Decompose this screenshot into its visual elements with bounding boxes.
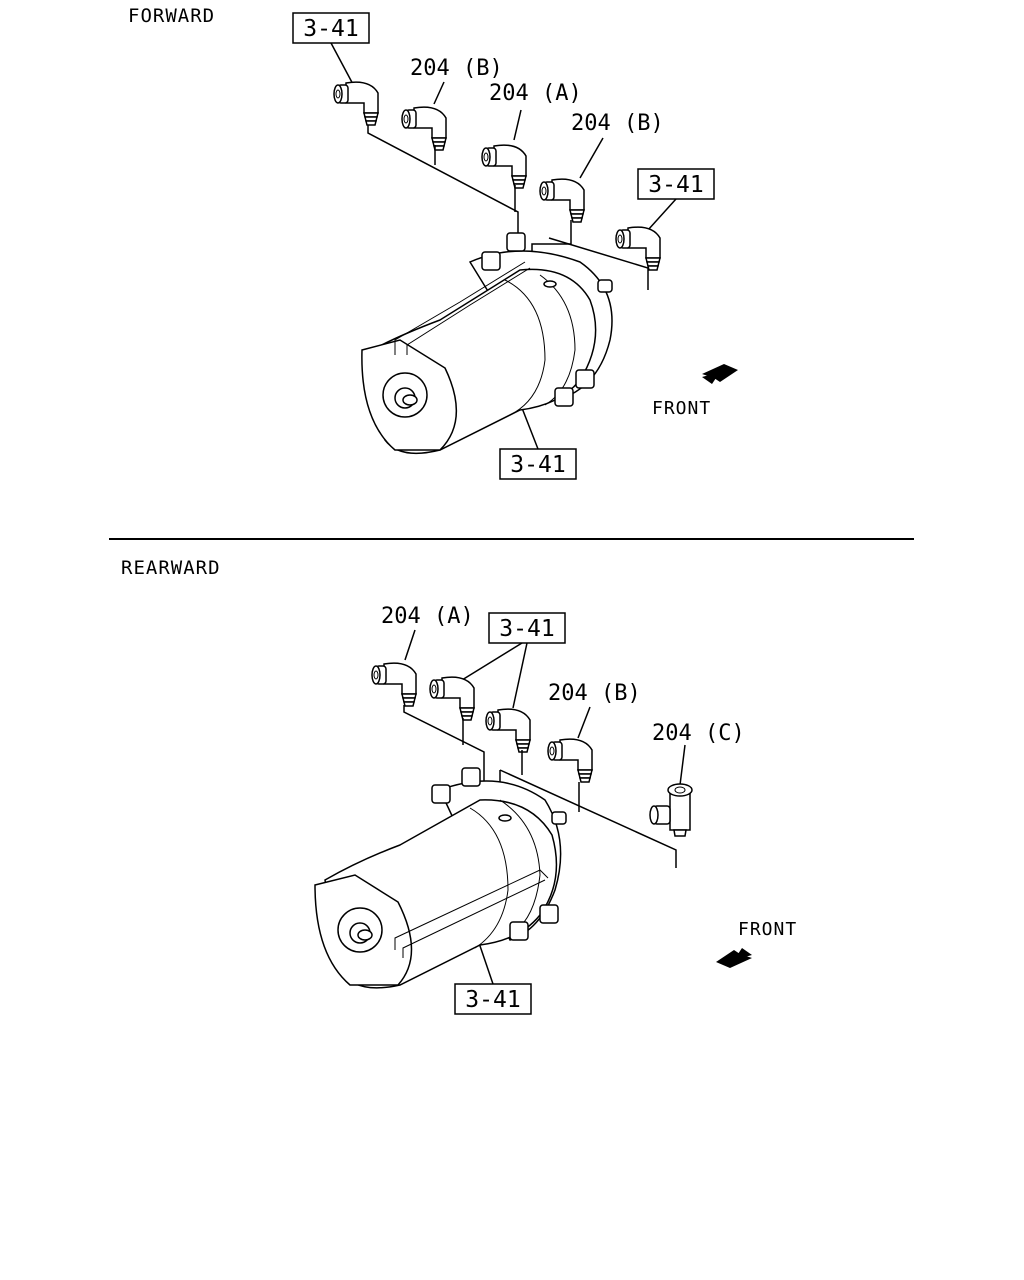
elbow-fitting-icon xyxy=(615,226,661,271)
air-tank-icon xyxy=(361,232,613,455)
forward-part-204b-1[interactable]: 204 (B) xyxy=(410,56,503,81)
forward-ref-right[interactable]: 3-41 xyxy=(637,168,715,200)
forward-ref-bottom[interactable]: 3-41 xyxy=(499,448,577,480)
front-arrow-icon xyxy=(716,948,752,968)
forward-section-label: FORWARD xyxy=(128,5,215,27)
elbow-fitting-icon xyxy=(485,708,531,753)
forward-ref-top-left[interactable]: 3-41 xyxy=(292,12,370,44)
rearward-front-label: FRONT xyxy=(738,919,797,940)
rearward-ref-top[interactable]: 3-41 xyxy=(488,612,566,644)
rearward-part-204b[interactable]: 204 (B) xyxy=(548,681,641,706)
forward-part-204a[interactable]: 204 (A) xyxy=(489,81,582,106)
rearward-ref-bottom[interactable]: 3-41 xyxy=(454,983,532,1015)
rearward-part-204c[interactable]: 204 (C) xyxy=(652,721,745,746)
elbow-fitting-icon xyxy=(401,106,447,151)
svg-text:3-41: 3-41 xyxy=(465,987,520,1013)
svg-text:3-41: 3-41 xyxy=(510,452,565,478)
svg-text:3-41: 3-41 xyxy=(648,172,703,198)
svg-text:3-41: 3-41 xyxy=(499,616,554,642)
elbow-fitting-icon xyxy=(539,178,585,223)
tee-fitting-icon xyxy=(649,783,693,837)
forward-front-label: FRONT xyxy=(652,398,711,419)
elbow-fitting-icon xyxy=(481,144,527,189)
elbow-fitting-icon xyxy=(371,662,417,707)
rearward-part-204a[interactable]: 204 (A) xyxy=(381,604,474,629)
air-tank-icon xyxy=(314,767,567,989)
rearward-section-label: REARWARD xyxy=(121,557,221,579)
elbow-fitting-icon xyxy=(547,738,593,783)
svg-text:3-41: 3-41 xyxy=(303,16,358,42)
front-arrow-icon xyxy=(702,364,738,384)
elbow-fitting-icon xyxy=(429,676,475,721)
elbow-fitting-icon xyxy=(333,81,379,126)
forward-part-204b-2[interactable]: 204 (B) xyxy=(571,111,664,136)
